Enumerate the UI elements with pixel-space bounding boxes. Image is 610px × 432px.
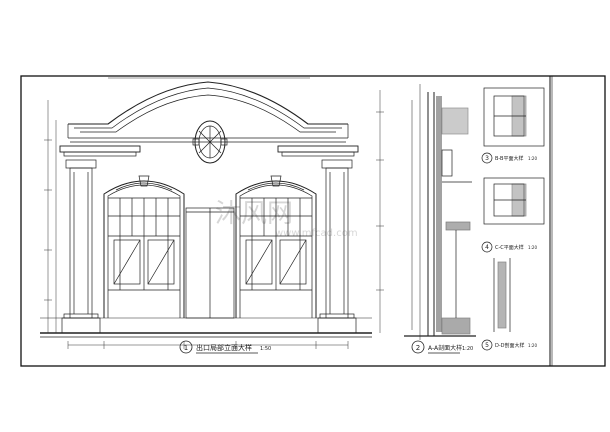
section-scale: 1:20 [462,346,473,352]
section-a-a [404,84,476,340]
plan3-number: 3 [485,155,489,162]
elevation-scale: 1:50 [260,346,271,352]
plan-details [483,87,545,332]
title-detail-d-d: 5 D-D剖面大样 1:20 [481,339,537,351]
plan4-title: C-C平面大样 [495,244,524,251]
elevation-number: 1 [184,344,188,352]
title-section-a-a: 2 A-A剖面大样 1:20 [411,340,473,354]
watermark: 沐风网 www.mfcad.com [215,199,358,239]
plan4-number: 4 [485,244,489,251]
detail5-scale: 1:20 [528,343,537,348]
title-elevation: 1 出口局部立面大样 1:50 [179,340,271,354]
plan4-scale: 1:20 [528,245,537,250]
title-plan-b-b: 3 B-B平面大样 1:20 [481,152,537,164]
watermark-text: 沐风网 [215,199,293,229]
detail5-number: 5 [485,342,489,349]
plan3-scale: 1:20 [528,156,537,161]
watermark-site: www.mfcad.com [275,228,358,239]
elevation-title: 出口局部立面大样 [196,343,252,352]
section-number: 2 [416,344,420,352]
section-title: A-A剖面大样 [428,344,462,352]
entrance-elevation [40,81,372,338]
detail5-title: D-D剖面大样 [495,342,525,349]
sheet-frame [20,75,606,367]
title-plan-c-c: 4 C-C平面大样 1:20 [481,241,537,253]
elevation-dimensions [44,77,384,349]
plan3-title: B-B平面大样 [495,155,524,162]
